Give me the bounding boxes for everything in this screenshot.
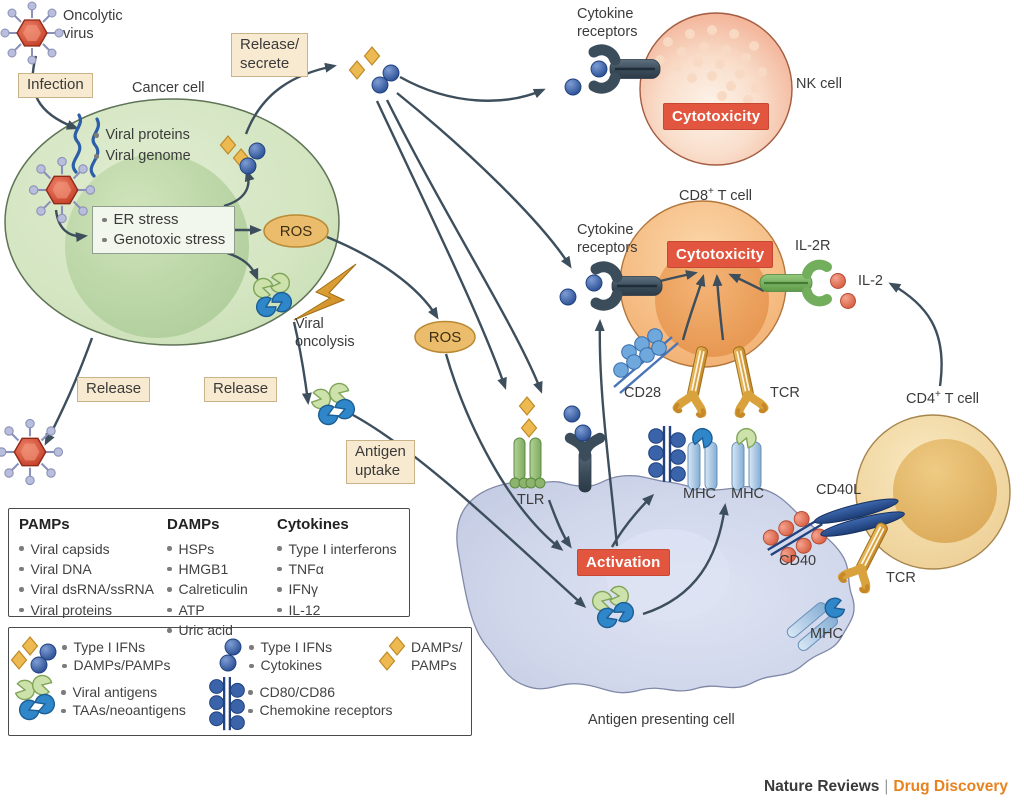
cd8-cytotoxicity-badge: Cytotoxicity [667,241,774,268]
intracellular-virus-icon [28,156,96,224]
arrow-release-secrete [244,62,337,135]
arrow-cd8-internal-3 [712,274,725,341]
mhc-receptor-icon-1 [687,425,718,491]
nk-granules [655,25,767,115]
legend-ifn-damp-text: Type I IFNs DAMPs/PAMPs [62,638,170,675]
released-antigen-icons [310,380,358,429]
activation-badge: Activation [577,549,670,576]
arrow-infection [31,55,79,130]
legend-panel [8,627,472,736]
nk-cytokine-receptors-label: Cytokine receptors [577,6,638,40]
legend-cytokine-text: Type I IFNs Cytokines [249,638,332,675]
nk-cell-label: NK cell [796,76,842,92]
cd8-cytokine-receptors-label: Cytokine receptors [577,222,638,256]
apc-label: Antigen presenting cell [588,712,735,728]
viral-oncolysis-bolt-icon [293,263,357,321]
cd28-label: CD28 [624,385,662,401]
il2r-label: IL-2R [795,238,831,254]
cancer-cell-contents-list: Viral proteins Viral genome [94,125,191,167]
mhc-label-2: MHC [731,486,765,502]
arrow-antigens-to-mhc [642,503,729,616]
cd28-receptor-icon [613,328,679,394]
arrow-cd8-internal-4 [728,273,765,293]
legend-cd80-text: CD80/CD86 Chemokine receptors [248,683,393,720]
arrows [31,55,943,616]
ros-oval-2 [414,320,476,354]
cytokines-column: Cytokines Type I interferons TNFα IFNγ I… [277,516,397,618]
journal-footer: Nature Reviews|Drug Discovery [0,778,1008,796]
release-secrete-box: Release/ secrete [231,33,309,77]
cd40l-icon [814,498,905,537]
arrow-ros-to-ros [326,235,439,320]
journal-brand: Nature Reviews [763,778,880,795]
antigen-uptake-box: Antigen uptake [346,440,415,484]
pamps-column: PAMPs Viral capsids Viral DNA Viral dsRN… [19,516,154,618]
footer-separator: | [884,778,889,795]
cd40-label: CD40 [779,553,817,569]
damps-column: DAMPs HSPs HMGB1 Calreticulin ATP Uric a… [167,516,248,639]
mhc-label-3: MHC [810,626,844,642]
released-molecule-cluster-icons [348,46,400,94]
legend-damp-text: DAMPs/ PAMPs [411,638,463,674]
apc-cytokine-receptor-icon [564,432,606,493]
arrow-cluster-to-apc-cytokines [385,99,543,394]
tlr-damp-ligand-icons [518,396,538,438]
oncolytic-virus-label: Oncolytic virus [63,8,123,42]
cd80-cd86-receptor-icon [649,426,686,482]
released-virus-icon [0,418,64,486]
arrow-cluster-to-cd8-receptor [396,92,572,269]
il2-molecule-icons [830,273,856,309]
stress-box: ER stress Genotoxic stress [92,206,236,254]
arrow-antigen-uptake [352,413,587,609]
arrow-cluster-to-nk [399,75,546,102]
arrow-release-antigens [292,321,312,405]
nk-cell [639,12,793,166]
mhc-receptor-icon-3 [786,595,847,651]
arrow-cd4-to-il2 [888,282,943,387]
oncolytic-virus-icon [0,1,64,65]
arrow-tlr-to-activation [547,499,572,549]
release-box-right: Release [204,377,278,402]
pamps-damps-panel: PAMPs Viral capsids Viral DNA Viral dsRN… [8,508,410,638]
mhc-label-1: MHC [683,486,717,502]
cd4-cell-label: CD4+ T cell [906,389,980,407]
arrow-cluster-to-tlr-damps [375,100,507,390]
cd8-tcr-label: TCR [770,385,800,401]
arrow-activation-to-cd8-receptor [594,319,619,547]
il2-label: IL-2 [858,273,883,289]
tlr-receptor-icon [509,437,546,489]
viral-oncolysis-label: Viral oncolysis [295,316,355,350]
arrow-cd8-internal-2 [681,274,706,341]
cd4-tcr-label: TCR [886,570,916,586]
cancer-cell-title: Cancer cell [132,80,205,96]
journal-product: Drug Discovery [893,778,1008,795]
cd8-cell-label: CD8+ T cell [679,186,753,204]
arrow-ros-to-activation [444,353,564,551]
ros-label-1: ROS [279,223,313,240]
infection-box: Infection [18,73,93,98]
viral-genome-squiggle-icon [71,113,100,178]
release-box-left: Release [77,377,151,402]
nk-cytotoxicity-badge: Cytotoxicity [663,103,770,130]
arrow-stress-to-molecules [223,169,255,208]
cd4-t-cell [855,414,1011,570]
legend-antigen-text: Viral antigens TAAs/neoantigens [61,683,186,720]
ros-oval-1 [263,214,329,248]
cd40-receptor-icon [760,508,830,566]
ros-label-2: ROS [428,329,462,346]
arrow-virus-to-stress [54,209,88,243]
cd40l-label: CD40L [816,482,862,498]
tlr-label: TLR [517,492,545,508]
mhc-receptor-icon-2 [731,425,762,491]
